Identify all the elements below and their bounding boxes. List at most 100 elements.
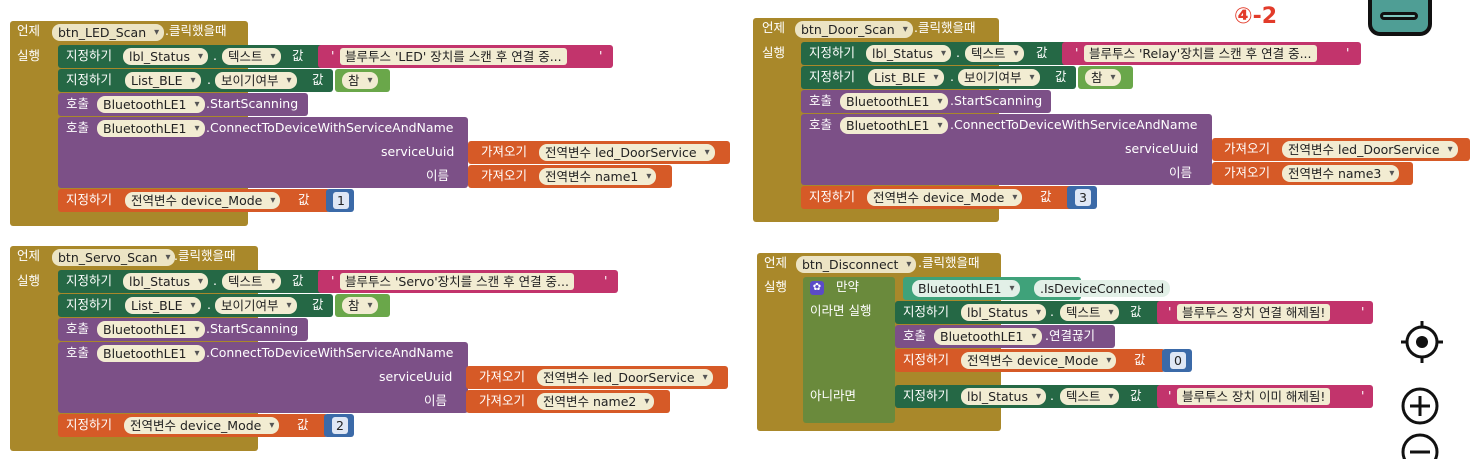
button-dropdown[interactable]: btn_Door_Scan (795, 21, 913, 38)
if-label: 만약 (836, 279, 860, 294)
component-dropdown[interactable]: lbl_Status (123, 48, 208, 65)
do-label: 실행 (17, 48, 41, 63)
status-text-value[interactable]: 블루투스 장치 연결 해제됨! (1177, 304, 1331, 321)
quote-open: ' (1168, 388, 1172, 403)
when-label: 언제 (764, 255, 788, 270)
value-label: 값 (297, 417, 309, 432)
method-label: .ConnectToDeviceWithServiceAndName (206, 345, 454, 360)
variable-dropdown[interactable]: 전역변수 led_DoorService (1282, 141, 1458, 158)
when-label: 언제 (762, 20, 786, 35)
component-dropdown[interactable]: BluetoothLE1 (97, 120, 205, 137)
property-dropdown[interactable]: 텍스트 (222, 48, 281, 65)
component-dropdown[interactable]: lbl_Status (961, 388, 1046, 405)
set-label: 지정하기 (903, 304, 950, 319)
plus-icon (1401, 387, 1439, 425)
set-label: 지정하기 (809, 45, 856, 60)
button-dropdown[interactable]: btn_Disconnect (796, 256, 917, 273)
variable-dropdown[interactable]: 전역변수 device_Mode (125, 192, 281, 209)
do-label: 실행 (762, 45, 786, 60)
button-dropdown[interactable]: btn_Servo_Scan (52, 249, 176, 266)
status-text-value[interactable]: 블루투스 'Servo'장치를 스캔 후 연결 중... (340, 273, 574, 290)
value-label: 값 (292, 273, 304, 288)
call-label: 호출 (809, 93, 833, 108)
if-block[interactable] (803, 277, 895, 423)
call-label: 호출 (66, 321, 90, 336)
component-dropdown[interactable]: BluetoothLE1 (840, 117, 948, 134)
then-label: 이라면 실행 (810, 303, 872, 318)
property-dropdown[interactable]: 보이기여부 (215, 297, 297, 314)
component-dropdown[interactable]: lbl_Status (866, 45, 951, 62)
when-label: 언제 (17, 248, 41, 263)
true-dropdown[interactable]: 참 (342, 72, 378, 89)
call-label: 호출 (903, 328, 927, 343)
component-dropdown[interactable]: BluetoothLE1 (840, 93, 948, 110)
get-label: 가져오기 (481, 168, 528, 183)
property-dropdown[interactable]: 보이기여부 (215, 72, 297, 89)
name-label: 이름 (1169, 165, 1193, 180)
variable-dropdown[interactable]: 전역변수 name1 (539, 168, 657, 185)
mode-value[interactable]: 0 (1170, 352, 1186, 369)
call-label: 호출 (66, 345, 90, 360)
dot-label: . (1050, 304, 1054, 319)
component-dropdown[interactable]: BluetoothLE1 (97, 321, 205, 338)
button-dropdown[interactable]: btn_LED_Scan (52, 24, 165, 41)
mode-value[interactable]: 3 (1075, 189, 1091, 206)
mode-value[interactable]: 2 (332, 417, 348, 434)
variable-dropdown[interactable]: 전역변수 led_DoorService (539, 144, 715, 161)
component-dropdown[interactable]: lbl_Status (123, 273, 208, 290)
component-dropdown[interactable]: BluetoothLE1 (912, 280, 1020, 297)
variable-dropdown[interactable]: 전역변수 name3 (1282, 165, 1400, 182)
quote-close: ' (604, 273, 608, 288)
zoom-out-button[interactable] (1400, 432, 1440, 459)
get-label: 가져오기 (1224, 165, 1271, 180)
set-label: 지정하기 (66, 192, 113, 207)
component-dropdown[interactable]: List_BLE (125, 297, 201, 314)
device-icon-detail (1380, 12, 1418, 20)
quote-close: ' (1361, 388, 1365, 403)
component-dropdown[interactable]: BluetoothLE1 (934, 328, 1042, 345)
variable-dropdown[interactable]: 전역변수 device_Mode (124, 417, 280, 434)
component-dropdown[interactable]: BluetoothLE1 (97, 96, 205, 113)
property-dropdown[interactable]: 텍스트 (222, 273, 281, 290)
recenter-button[interactable] (1400, 320, 1444, 364)
mode-value[interactable]: 1 (333, 192, 349, 209)
service-uuid-label: serviceUuid (379, 369, 453, 384)
value-label: 값 (1055, 69, 1067, 84)
variable-dropdown[interactable]: 전역변수 led_DoorService (537, 369, 713, 386)
component-dropdown[interactable]: List_BLE (868, 69, 944, 86)
get-label: 가져오기 (1224, 141, 1271, 156)
gear-icon[interactable]: ✿ (810, 281, 824, 295)
dot-label: . (213, 48, 217, 63)
dot-label: . (207, 72, 211, 87)
component-dropdown[interactable]: lbl_Status (961, 304, 1046, 321)
true-dropdown[interactable]: 참 (342, 297, 378, 314)
call-label: 호출 (66, 96, 90, 111)
name-label: 이름 (424, 393, 448, 408)
property-dropdown[interactable]: 보이기여부 (958, 69, 1040, 86)
method-label: .StartScanning (206, 321, 299, 336)
true-dropdown[interactable]: 참 (1085, 69, 1121, 86)
get-label: 가져오기 (481, 144, 528, 159)
component-dropdown[interactable]: List_BLE (125, 72, 201, 89)
variable-dropdown[interactable]: 전역변수 device_Mode (867, 189, 1023, 206)
status-text-value[interactable]: 블루투스 'Relay'장치를 스캔 후 연결 중... (1084, 45, 1317, 62)
property-dropdown[interactable]: .IsDeviceConnected (1034, 280, 1171, 297)
service-uuid-label: serviceUuid (381, 144, 455, 159)
get-label: 가져오기 (479, 369, 526, 384)
component-dropdown[interactable]: BluetoothLE1 (97, 345, 205, 362)
set-label: 지정하기 (809, 69, 856, 84)
property-dropdown[interactable]: 텍스트 (1060, 304, 1119, 321)
property-dropdown[interactable]: 텍스트 (965, 45, 1024, 62)
set-label: 지정하기 (809, 189, 856, 204)
property-dropdown[interactable]: 텍스트 (1060, 388, 1119, 405)
status-text-value[interactable]: 블루투스 'LED' 장치를 스캔 후 연결 중... (340, 48, 567, 65)
variable-dropdown[interactable]: 전역변수 name2 (537, 393, 655, 410)
status-text-value[interactable]: 블루투스 장치 이미 해제됨! (1177, 388, 1331, 405)
quote-open: ' (1075, 45, 1079, 60)
variable-dropdown[interactable]: 전역변수 device_Mode (961, 352, 1117, 369)
zoom-in-button[interactable] (1400, 386, 1440, 426)
set-label: 지정하기 (66, 48, 113, 63)
set-label: 지정하기 (903, 388, 950, 403)
set-label: 지정하기 (66, 417, 113, 432)
value-label: 값 (1134, 352, 1146, 367)
